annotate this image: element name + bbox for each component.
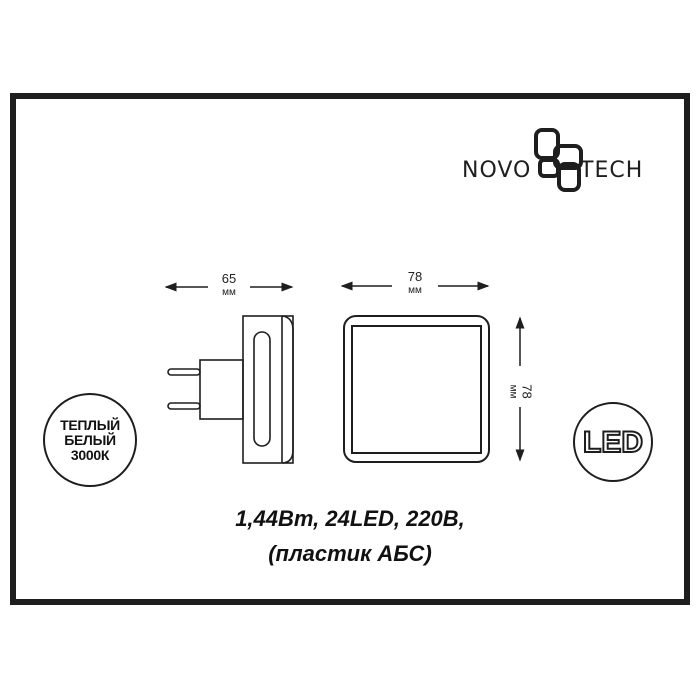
spec-line-2: (пластик АБС) xyxy=(268,541,432,566)
spec-line-1: 1,44Вт, 24LED, 220В, xyxy=(235,506,465,531)
logo-text-left: NOVO xyxy=(462,158,532,183)
novotech-logo: NOVO TECH xyxy=(462,128,662,198)
dimension-side-width: 65 мм xyxy=(221,271,237,298)
svg-text:LED: LED xyxy=(583,426,643,459)
led-outline-icon: LED xyxy=(582,425,644,460)
logo-petal-icon xyxy=(534,128,583,192)
front-view-drawing xyxy=(343,315,490,463)
side-view-drawing xyxy=(167,315,294,464)
dimension-front-height: 78 мм xyxy=(507,384,535,399)
dimension-front-width: 78 мм xyxy=(407,269,423,296)
logo-text-right: TECH xyxy=(580,158,644,183)
warm-white-3000k-badge: ТЕПЛЫЙ БЕЛЫЙ 3000К xyxy=(43,393,137,487)
led-badge: LED xyxy=(573,402,653,482)
drawing-frame xyxy=(10,93,690,605)
